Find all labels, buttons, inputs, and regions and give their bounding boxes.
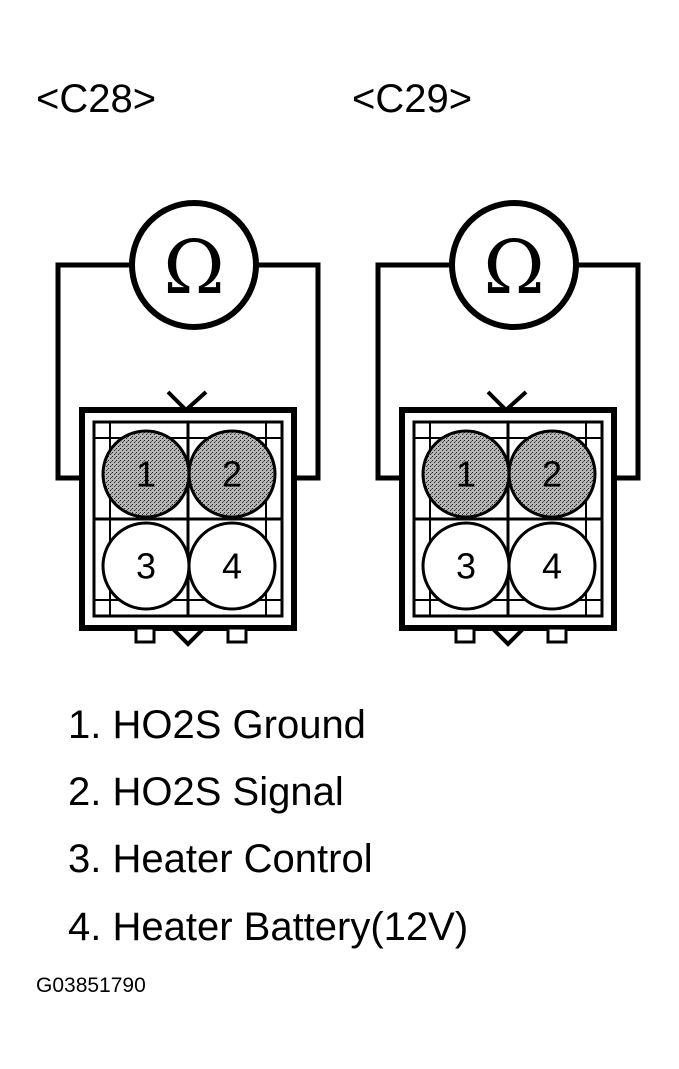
- pin-3-number: 3: [456, 546, 476, 587]
- pin-4-number: 4: [222, 546, 242, 587]
- ohm-symbol: Ω: [483, 225, 544, 311]
- ohm-symbol: Ω: [163, 225, 224, 311]
- pin-2-number: 2: [222, 454, 242, 495]
- pin-1-number: 1: [136, 454, 156, 495]
- pin-1-number: 1: [456, 454, 476, 495]
- figure-code: G03851790: [36, 974, 146, 997]
- bottom-key: [546, 626, 568, 644]
- pin-2-tested: [507, 429, 597, 519]
- ohmmeter-icon: [449, 200, 579, 330]
- legend-item-2: 2. HO2S Signal: [68, 770, 344, 814]
- bottom-key: [454, 626, 476, 644]
- legend-item-4: 4. Heater Battery(12V): [68, 905, 468, 949]
- legend-item-3: 3. Heater Control: [68, 837, 373, 881]
- bottom-notch: [170, 626, 206, 647]
- bottom-key: [226, 626, 248, 644]
- bottom-notch: [490, 626, 526, 647]
- pin-4: [187, 521, 277, 611]
- pin-4: [507, 521, 597, 611]
- legend-item-1: 1. HO2S Ground: [68, 703, 366, 747]
- pin-4-number: 4: [542, 546, 562, 587]
- pin-3-number: 3: [136, 546, 156, 587]
- pin-2-number: 2: [542, 454, 562, 495]
- pin-2-tested: [187, 429, 277, 519]
- pin-legend: 1. HO2S Ground 2. HO2S Signal 3. Heater …: [68, 703, 468, 949]
- connector-c28: Ω 1 2 3 4: [55, 200, 321, 647]
- connector-label-c28: <C28>: [36, 77, 156, 121]
- connector-label-c29: <C29>: [352, 77, 472, 121]
- bottom-key: [134, 626, 156, 644]
- connector-c29: Ω 1 2 3 4: [375, 200, 641, 647]
- ohmmeter-icon: [129, 200, 259, 330]
